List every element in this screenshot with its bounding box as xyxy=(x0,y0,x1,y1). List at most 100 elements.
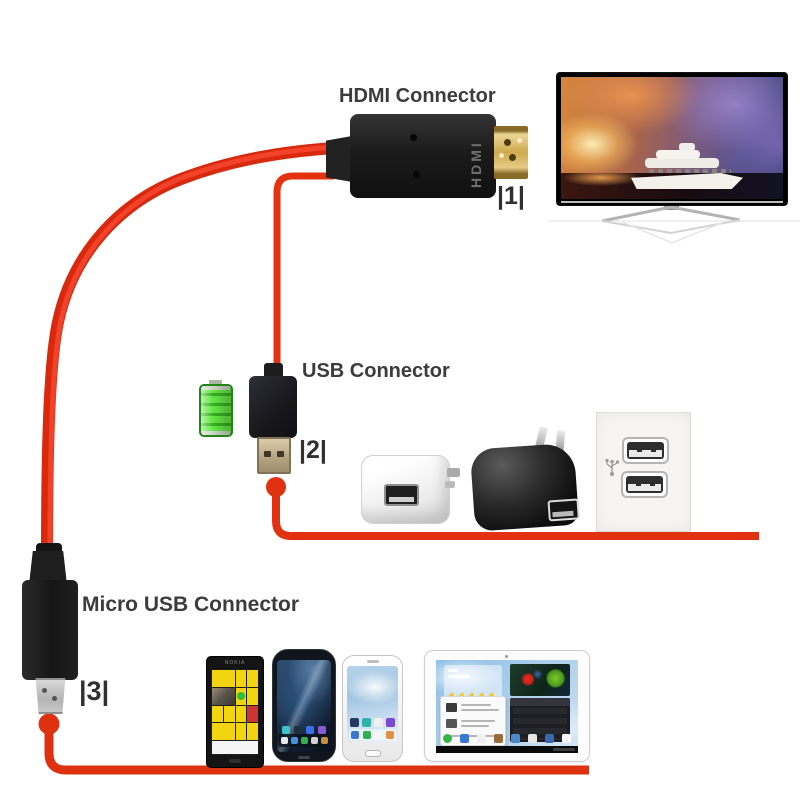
usb-notch xyxy=(651,448,656,452)
tile xyxy=(247,687,258,705)
dual-usb-wall-outlet xyxy=(596,412,691,532)
pinhole-icon xyxy=(509,154,516,161)
yacht-hull xyxy=(631,173,743,189)
samsung-galaxy-tablet xyxy=(424,650,590,762)
red-cable xyxy=(41,141,356,562)
app-icon xyxy=(562,734,571,743)
system-tray xyxy=(553,748,575,751)
charger-body xyxy=(469,442,580,532)
home-button xyxy=(364,750,381,757)
usb-connector-body xyxy=(249,376,297,438)
microusb-tag: |3| xyxy=(79,676,110,706)
app-icon xyxy=(306,726,314,734)
plug-detail-dot xyxy=(42,688,47,693)
nokia-logo: NOKIA xyxy=(224,660,246,666)
usb-metal-plug xyxy=(257,437,291,474)
thumbnail xyxy=(446,719,457,728)
tv-stand-reflection xyxy=(621,221,725,244)
popup-text-line xyxy=(461,725,489,727)
list-rows xyxy=(513,708,567,740)
usb-trident-icon xyxy=(605,459,620,476)
phone-tile xyxy=(235,687,247,705)
pinhole-icon xyxy=(517,138,522,143)
photo-widget-clownfish xyxy=(510,664,570,696)
hdmi-plug-marking: HDMI xyxy=(468,140,484,188)
microusb-strain-relief xyxy=(29,551,67,585)
tile xyxy=(212,670,235,687)
screw-dot-icon xyxy=(413,171,420,178)
thumbnail xyxy=(446,703,457,712)
tablet-screen xyxy=(436,660,578,753)
tile xyxy=(212,723,235,740)
app-icon xyxy=(385,717,395,727)
tile xyxy=(235,670,247,687)
app-icon xyxy=(294,726,302,734)
hdmi-section-title: HDMI Connector xyxy=(339,85,496,107)
usb-slot xyxy=(627,442,664,459)
app-icon xyxy=(318,726,326,734)
usb-notch xyxy=(637,448,642,452)
app-icon xyxy=(362,730,371,739)
microusb-to-devices-line xyxy=(44,724,589,775)
usb-section-title: USB Connector xyxy=(302,360,450,382)
speaker-icon xyxy=(229,759,241,763)
hdmi-connector-body: HDMI xyxy=(350,114,496,198)
usb-port-tongue xyxy=(628,482,661,491)
app-icon xyxy=(373,717,383,727)
usb-port xyxy=(384,484,419,506)
app-icon-row xyxy=(349,717,396,727)
front-camera-icon xyxy=(505,655,508,658)
microusb-metal-plug xyxy=(35,678,66,714)
widget-text-line xyxy=(448,669,458,672)
status-strip xyxy=(212,741,258,754)
red-cable-highlight xyxy=(47,143,353,559)
tile xyxy=(235,723,247,740)
tile xyxy=(247,723,258,740)
app-icon xyxy=(350,730,359,739)
tv-display xyxy=(556,72,788,206)
white-samsung-galaxy-phone xyxy=(342,655,403,762)
usb-port-tongue xyxy=(389,497,414,502)
plug-detail-dot xyxy=(52,696,57,701)
app-icon xyxy=(477,734,486,743)
yacht-deck xyxy=(645,158,719,168)
battery-terminal xyxy=(209,380,222,385)
tv-screen-yacht-image xyxy=(561,77,783,199)
usb-tag: |2| xyxy=(299,436,327,464)
windows-phone-tile-screen xyxy=(211,669,259,755)
app-icon-row xyxy=(439,733,575,744)
app-icon xyxy=(494,734,503,743)
photo-tile xyxy=(212,687,235,705)
hdmi-strain-relief xyxy=(326,136,352,182)
app-icon xyxy=(374,730,383,739)
phone-app-icon xyxy=(443,734,452,743)
tile xyxy=(223,705,235,723)
app-icon xyxy=(460,734,469,743)
app-icon-row xyxy=(280,725,328,735)
dark-samsung-galaxy-phone xyxy=(272,649,336,762)
yacht-cabin xyxy=(656,150,700,159)
plug-prong-icon xyxy=(447,468,460,477)
tv-stand-legs xyxy=(601,205,741,223)
usb-port-tongue xyxy=(552,510,574,518)
usb-slot xyxy=(626,476,663,493)
usb-port-tongue xyxy=(629,448,662,457)
app-icon xyxy=(386,730,395,739)
battery-body xyxy=(199,384,233,437)
app-icon xyxy=(362,717,372,727)
usb-junction-dot xyxy=(266,477,286,497)
hdmi-gold-plug xyxy=(494,126,528,179)
usb-receptacle xyxy=(622,437,669,464)
nokia-lumia-phone: NOKIA xyxy=(206,656,264,768)
list-header xyxy=(510,698,570,706)
home-button xyxy=(298,756,310,759)
pinhole-icon xyxy=(504,139,511,146)
phone-screen xyxy=(277,660,331,752)
app-icon xyxy=(528,734,537,743)
app-icon xyxy=(320,737,328,744)
dock-row xyxy=(279,734,329,747)
black-usb-wall-charger xyxy=(469,426,584,533)
microusb-connector-body xyxy=(22,580,78,680)
